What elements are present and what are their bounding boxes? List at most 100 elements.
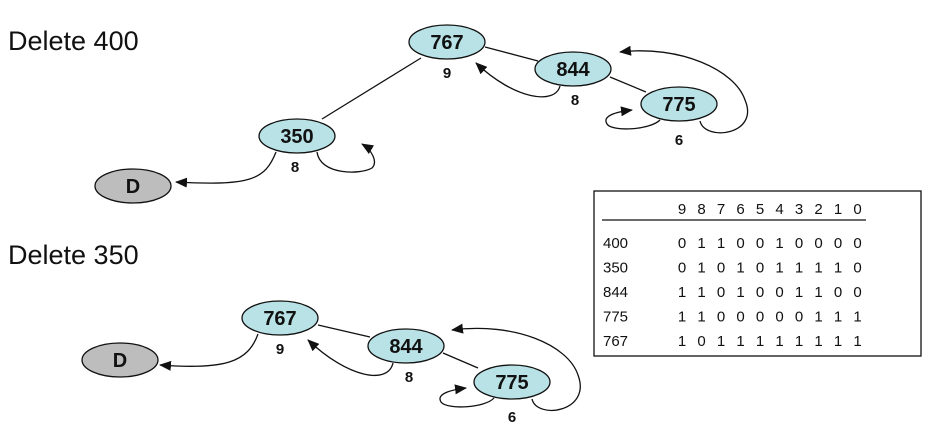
bit-table-cell: 0 (756, 235, 764, 252)
diagram1-node-D: D (94, 168, 172, 204)
bit-table-cell: 1 (717, 333, 725, 350)
diagram1-node-D-key: D (126, 176, 140, 198)
bit-table-cell: 1 (736, 260, 744, 277)
bit-table-cell: 1 (697, 309, 705, 326)
diagram2-node-775-bit-index: 6 (508, 409, 516, 426)
diagram1-node-775-key: 775 (662, 94, 695, 116)
bit-table-row-key: 400 (603, 235, 628, 252)
diagram1-node-844-ellipse (534, 51, 612, 87)
bit-table-cell: 1 (697, 284, 705, 301)
bit-table-cell: 0 (795, 235, 803, 252)
bit-table-cell: 0 (834, 235, 842, 252)
diagram2-node-767-ellipse (241, 300, 319, 336)
bit-table-cell: 0 (717, 309, 725, 326)
bit-table-cell: 1 (756, 333, 764, 350)
bit-table-cell: 0 (853, 235, 861, 252)
diagram2-node-844-ellipse (367, 328, 445, 364)
bit-table-header-cell: 3 (795, 201, 803, 218)
bit-table-header-cell: 9 (678, 201, 686, 218)
bit-table-cell: 1 (814, 284, 822, 301)
bit-table-header-cell: 4 (775, 201, 783, 218)
bit-table-header-cell: 6 (736, 201, 744, 218)
bit-table-cell: 1 (834, 260, 842, 277)
bit-table-cell: 1 (697, 260, 705, 277)
bit-table-cell: 1 (814, 260, 822, 277)
bit-table-header-cell: 7 (717, 201, 725, 218)
bit-table-row-key: 350 (603, 260, 628, 277)
bit-table-cell: 1 (814, 333, 822, 350)
bit-table-cell: 1 (736, 333, 744, 350)
bit-table-cell: 1 (775, 260, 783, 277)
diagram2-node-767-bit-index: 9 (276, 341, 284, 358)
bit-table-cell: 1 (775, 333, 783, 350)
bit-table-cell: 1 (775, 235, 783, 252)
bit-table-cell: 0 (775, 284, 783, 301)
bit-table-cell: 0 (736, 309, 744, 326)
bit-table-row-key: 767 (603, 333, 628, 350)
heading-delete-350: Delete 350 (8, 240, 139, 270)
bit-table-cell: 0 (795, 309, 803, 326)
bit-table-row-key: 775 (603, 309, 628, 326)
diagram2-pointer-775-to-844 (451, 323, 581, 412)
diagram1-node-767-key: 767 (430, 32, 463, 54)
bit-table-cell: 1 (678, 284, 686, 301)
diagram2-node-767-key: 767 (263, 308, 296, 330)
diagram2-node-D-ellipse (81, 342, 159, 378)
diagram1-node-350: 350 8 (258, 118, 336, 176)
diagram1-node-350-ellipse (258, 118, 336, 154)
diagram1-node-767-bit-index: 9 (443, 65, 451, 82)
bit-table-cell: 1 (853, 333, 861, 350)
diagram1-node-775: 775 6 (640, 86, 718, 149)
diagram1-pointer-775-to-775 (605, 106, 661, 130)
diagram1-edge-0 (321, 57, 422, 120)
bit-table-header-cell: 1 (834, 201, 842, 218)
bit-table-cell: 0 (678, 235, 686, 252)
diagram2-edge-0 (317, 324, 371, 338)
diagram2-node-775-key: 775 (495, 372, 528, 394)
diagram1-node-844-key: 844 (556, 59, 590, 81)
diagram2-pointer-767-to-D (159, 333, 259, 371)
bit-table-header-cell: 5 (756, 201, 764, 218)
bit-table-cell: 1 (736, 284, 744, 301)
bit-table-cell: 0 (756, 260, 764, 277)
diagram1-node-775-ellipse (640, 86, 718, 122)
diagram1-node-350-bit-index: 8 (291, 159, 299, 176)
diagram2-node-775: 775 6 (473, 364, 551, 426)
bit-table-cell: 0 (834, 284, 842, 301)
bit-table-row-key: 844 (603, 284, 628, 301)
diagram1-node-767: 767 9 (408, 24, 486, 82)
bit-table-cell: 0 (756, 309, 764, 326)
diagram2-node-767: 767 9 (241, 300, 319, 358)
bit-table-cell: 1 (678, 309, 686, 326)
diagram1-pointer-350-to-D (175, 151, 277, 188)
bit-table-cell: 0 (814, 235, 822, 252)
diagram1-node-844-bit-index: 8 (571, 92, 579, 109)
bit-table-cell: 1 (853, 309, 861, 326)
bit-table-cell: 1 (834, 309, 842, 326)
diagram1-edge-1 (484, 46, 539, 62)
diagram1-node-844: 844 8 (534, 51, 612, 109)
diagram2-node-D: D (81, 342, 159, 378)
diagram1-node-350-key: 350 (280, 126, 313, 148)
bit-table-cell: 0 (697, 333, 705, 350)
bit-table-cell: 0 (678, 260, 686, 277)
diagram1-edge-2 (609, 76, 647, 93)
bit-table-cell: 1 (795, 333, 803, 350)
diagram1-node-D-ellipse (94, 168, 172, 204)
bit-table-cell: 0 (775, 309, 783, 326)
bit-table-cell: 1 (814, 309, 822, 326)
heading-delete-400: Delete 400 (8, 26, 139, 56)
diagram2-node-D-key: D (113, 350, 127, 372)
bit-table-cell: 0 (853, 260, 861, 277)
diagram1-node-775-bit-index: 6 (675, 132, 683, 149)
bit-table-cell: 0 (756, 284, 764, 301)
diagram2-node-775-ellipse (473, 364, 551, 400)
bit-table-cell: 0 (853, 284, 861, 301)
diagram2-edge-1 (442, 352, 479, 369)
diagram2-pointer-775-to-775 (439, 384, 495, 408)
bit-table-cell: 1 (795, 260, 803, 277)
bit-table-cell: 0 (717, 284, 725, 301)
bit-table-cell: 1 (697, 235, 705, 252)
